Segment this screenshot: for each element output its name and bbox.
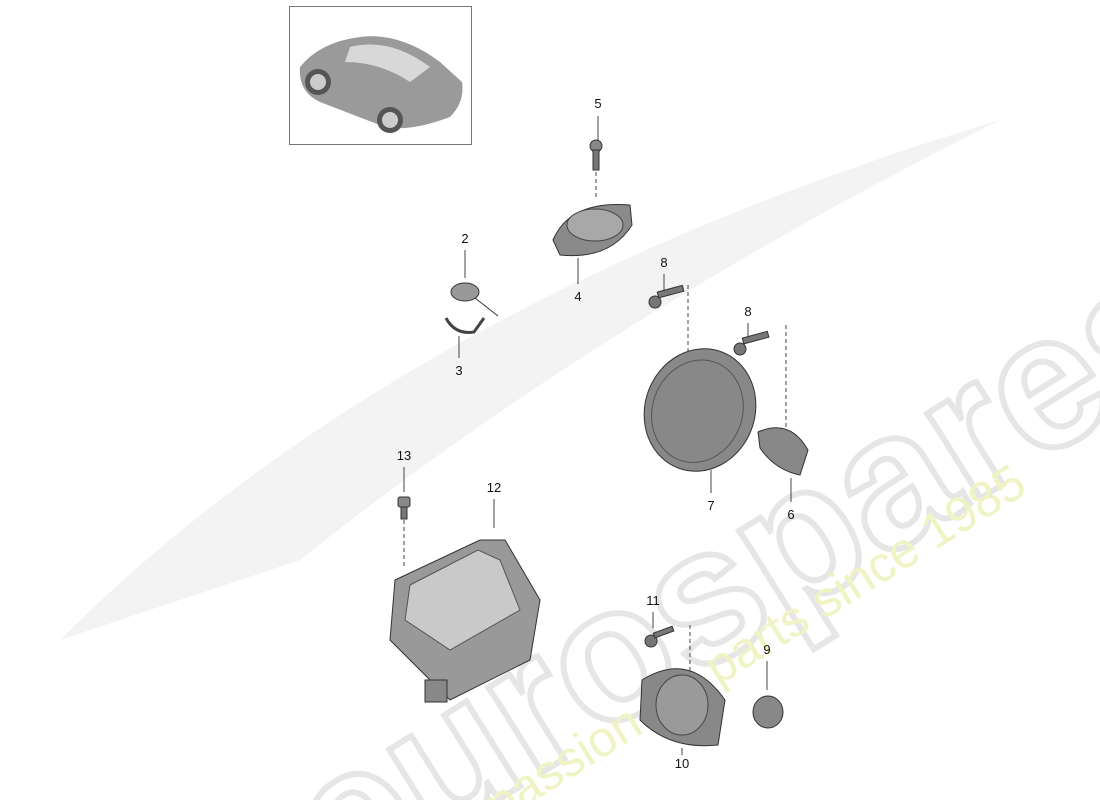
part-5-screw-icon bbox=[589, 139, 603, 171]
callout-13: 13 bbox=[396, 448, 412, 463]
part-3-bracket-icon bbox=[444, 317, 486, 334]
part-12-amplifier-icon bbox=[389, 539, 541, 703]
car-overview-inset bbox=[289, 6, 472, 145]
callout-9: 9 bbox=[763, 642, 771, 657]
car-thumbnail-icon bbox=[299, 36, 463, 133]
callout-7: 7 bbox=[707, 498, 715, 513]
part-13-screw-icon bbox=[397, 496, 411, 520]
callout-4: 4 bbox=[574, 289, 582, 304]
callout-11: 11 bbox=[646, 593, 660, 608]
callout-8b: 8 bbox=[744, 304, 752, 319]
part-8-screw-icon bbox=[648, 284, 770, 356]
part-6-speaker-icon bbox=[757, 427, 809, 476]
part-10-speaker-icon bbox=[639, 668, 726, 747]
callout-10: 10 bbox=[674, 756, 690, 771]
callout-3: 3 bbox=[455, 363, 463, 378]
part-7-grille-icon bbox=[643, 348, 757, 472]
part-11-screw-icon bbox=[644, 625, 675, 648]
part-9-tweeter-icon bbox=[752, 695, 784, 729]
callout-8a: 8 bbox=[660, 255, 668, 270]
callout-6: 6 bbox=[787, 507, 795, 522]
callout-5: 5 bbox=[594, 96, 602, 111]
callout-12: 12 bbox=[486, 480, 502, 495]
callout-2: 2 bbox=[461, 231, 469, 246]
part-4-speaker-icon bbox=[552, 203, 633, 257]
part-2-tweeter-icon bbox=[450, 282, 499, 317]
